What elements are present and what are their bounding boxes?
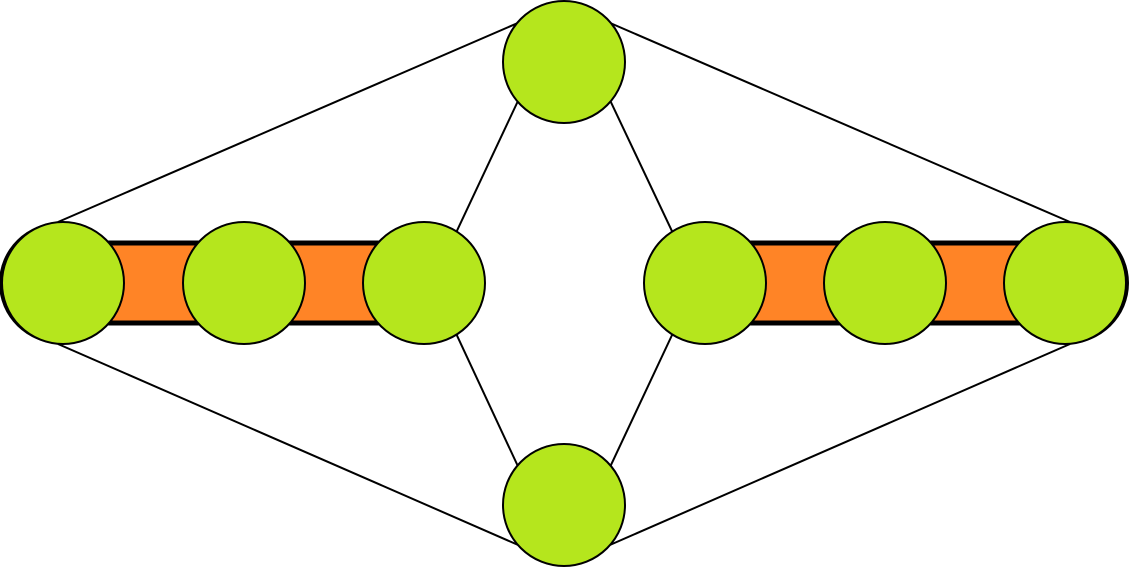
node-top [502,0,626,124]
edge-right-3-bottom [563,343,1071,566]
node-left-3 [362,221,486,345]
node-right-1 [643,221,767,345]
node-left-2 [182,221,306,345]
node-right-2 [823,221,947,345]
node-right-3 [1003,221,1127,345]
edge-left-1-bottom [57,343,565,566]
edge-right-3-top [563,2,1071,223]
node-bottom [502,443,626,567]
node-left-1 [1,221,125,345]
edge-left-1-top [57,2,565,223]
